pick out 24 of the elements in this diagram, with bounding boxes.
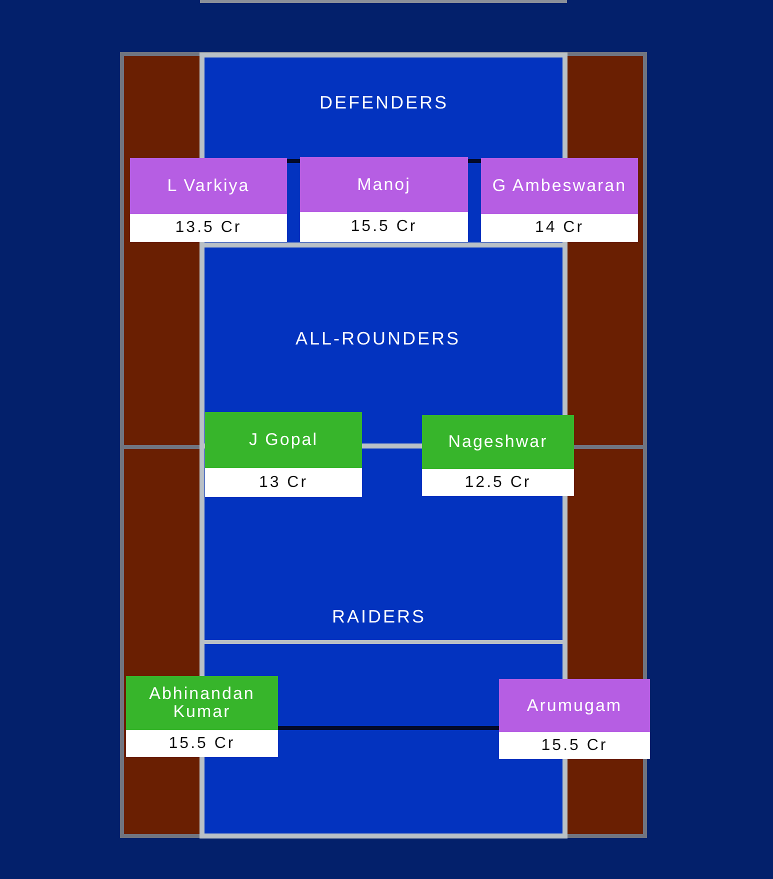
player-card — [205, 412, 362, 497]
player-name: G Ambeswaran — [492, 177, 627, 195]
player-name: Arumugam — [526, 696, 622, 714]
zone-heading: ALL-ROUNDERS — [295, 328, 461, 350]
price-tag: 14 Cr — [481, 214, 638, 242]
zone-heading: RAIDERS — [332, 606, 426, 628]
price-tag: 13 Cr — [205, 468, 362, 497]
player-card — [126, 676, 278, 757]
player-card — [300, 157, 468, 242]
player-name: Abhinandan Kumar — [148, 685, 256, 721]
player-name: L Varkiya — [167, 177, 250, 195]
player-name: Nageshwar — [448, 433, 548, 451]
player-card — [481, 158, 638, 242]
price-tag: 15.5 Cr — [499, 732, 650, 759]
price-tag: 15.5 Cr — [126, 730, 278, 757]
player-name: Manoj — [357, 176, 411, 194]
player-card — [499, 679, 650, 759]
price-tag: 13.5 Cr — [130, 214, 287, 242]
zone-heading: DEFENDERS — [320, 92, 448, 114]
player-card — [422, 415, 574, 496]
price-tag: 12.5 Cr — [422, 469, 574, 496]
player-name: J Gopal — [248, 431, 318, 449]
price-tag: 15.5 Cr — [300, 212, 468, 242]
player-card — [130, 158, 287, 242]
